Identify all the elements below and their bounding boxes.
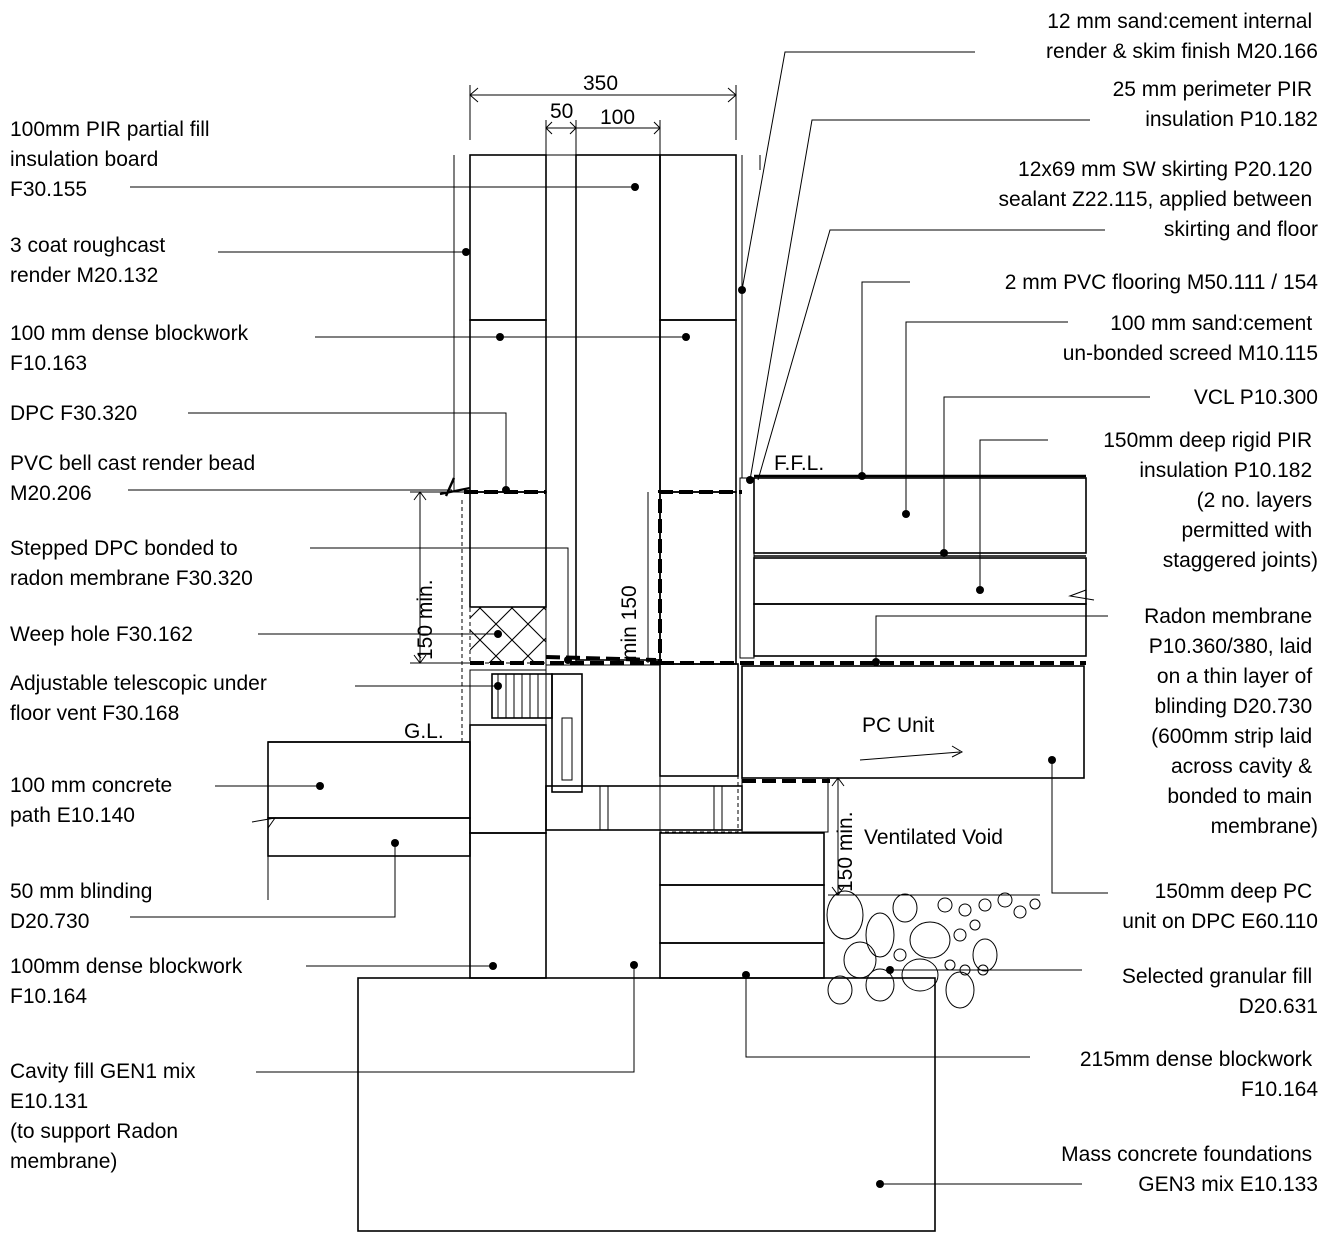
wall-215-block-2: [659, 884, 825, 944]
vent-block: [469, 669, 547, 726]
label-screed: 100 mm sand:cement un-bonded screed M10.…: [1063, 312, 1318, 365]
label-internal-render: 12 mm sand:cement internal render & skim…: [1046, 10, 1318, 63]
label-rigid-pir: 150mm deep rigid PIR insulation P10.182 …: [1103, 429, 1318, 572]
cavity: [545, 154, 577, 666]
label-cavity-fill: Cavity fill GEN1 mix E10.131 (to support…: [10, 1060, 201, 1173]
bell-cast-bead: [439, 477, 471, 497]
dim-dpc-height: 150 min.: [414, 579, 437, 660]
outer-leaf-blockwork-dpc: [469, 491, 547, 608]
label-pc-unit-spec: 150mm deep PC unit on DPC E60.110: [1122, 880, 1318, 933]
label-vcl: VCL P10.300: [1194, 386, 1318, 409]
pc-unit-tag: PC Unit: [862, 714, 935, 737]
leader-dots-right: [738, 286, 1056, 1188]
label-stepped-dpc: Stepped DPC bonded to radon membrane F30…: [10, 537, 253, 590]
cavity-fill: [545, 664, 661, 979]
radon-membrane: [470, 490, 1086, 665]
label-roughcast: 3 coat roughcast render M20.132: [10, 234, 171, 287]
label-dense-block-100b: 100mm dense blockwork F10.164: [10, 955, 248, 1008]
wall-215-block-1: [659, 832, 825, 886]
label-granular-fill: Selected granular fill D20.631: [1122, 965, 1318, 1018]
gl-tag: G.L.: [404, 720, 444, 743]
granular-fill: [826, 890, 1041, 1009]
pc-unit-bearing: [741, 777, 829, 833]
pc-unit: [741, 665, 1085, 779]
outer-leaf-blockwork-mid: [469, 319, 547, 493]
ventilated-void-tag: Ventilated Void: [864, 826, 1003, 849]
perimeter-pir-strip: [739, 477, 755, 659]
weep-hole-block: [469, 606, 547, 664]
label-weep-hole: Weep hole F30.162: [10, 623, 193, 646]
dim-void-height: 150 min.: [834, 811, 857, 892]
concrete-path: [267, 741, 471, 819]
label-radon: Radon membrane P10.360/380, laid on a th…: [1144, 605, 1318, 838]
label-perimeter-pir: 25 mm perimeter PIR insulation P10.182: [1113, 78, 1318, 131]
outer-leaf-blockwork-upper: [469, 154, 547, 321]
mass-concrete-foundation: [357, 977, 936, 1232]
label-concrete-path: 100 mm concrete path E10.140: [10, 774, 178, 827]
ffl-tag: F.F.L.: [774, 452, 824, 475]
dim-total: 350: [583, 72, 618, 95]
label-blinding: 50 mm blinding D20.730: [10, 880, 158, 933]
stepped-dpc: [545, 655, 657, 662]
break-line-path: [251, 817, 277, 829]
label-dense-block-100: 100 mm dense blockwork F10.163: [10, 322, 254, 375]
telescopic-vent: [491, 673, 743, 831]
dim-cavity: 50: [550, 100, 573, 123]
inner-leaf-blockwork-lower: [659, 491, 737, 665]
wall-215-block-3: [659, 942, 825, 979]
dimension-lines: [410, 85, 845, 896]
leaders-right: [741, 51, 1150, 1185]
outer-leaf-below-gl: [469, 724, 547, 834]
inner-leaf-blockwork-upper: [659, 154, 737, 321]
label-dpc: DPC F30.320: [10, 402, 137, 425]
label-bell-cast: PVC bell cast render bead M20.206: [10, 452, 261, 505]
outer-leaf-foundation: [469, 832, 547, 979]
dim-insulation: 100: [600, 106, 635, 129]
leaders-left: [128, 186, 686, 1073]
blinding-layer: [267, 817, 471, 857]
label-dense-block-215: 215mm dense blockwork F10.164: [1080, 1048, 1318, 1101]
floor-break-line: [1068, 589, 1095, 601]
pc-unit-arrow: [859, 745, 964, 761]
inner-leaf-blockwork-mid: [659, 319, 737, 493]
rigid-pir-insulation-bottom: [753, 603, 1087, 657]
label-vent: Adjustable telescopic under floor vent F…: [10, 672, 273, 725]
rigid-pir-insulation-top: [753, 557, 1087, 605]
label-foundations: Mass concrete foundations GEN3 mix E10.1…: [1061, 1143, 1318, 1196]
dim-cavity-min: min 150: [618, 585, 641, 660]
label-skirting: 12x69 mm SW skirting P20.120 sealant Z22…: [998, 158, 1318, 241]
leader-dots-left: [316, 183, 690, 970]
label-pir-partial-fill: 100mm PIR partial fill insulation board …: [10, 118, 215, 201]
inner-leaf-block-dashed: [659, 775, 739, 833]
inner-leaf-block-below: [659, 663, 739, 777]
floor-screed: [753, 477, 1087, 554]
partial-fill-insulation: [575, 154, 661, 661]
label-pvc-flooring: 2 mm PVC flooring M50.111 / 154: [1005, 271, 1319, 294]
